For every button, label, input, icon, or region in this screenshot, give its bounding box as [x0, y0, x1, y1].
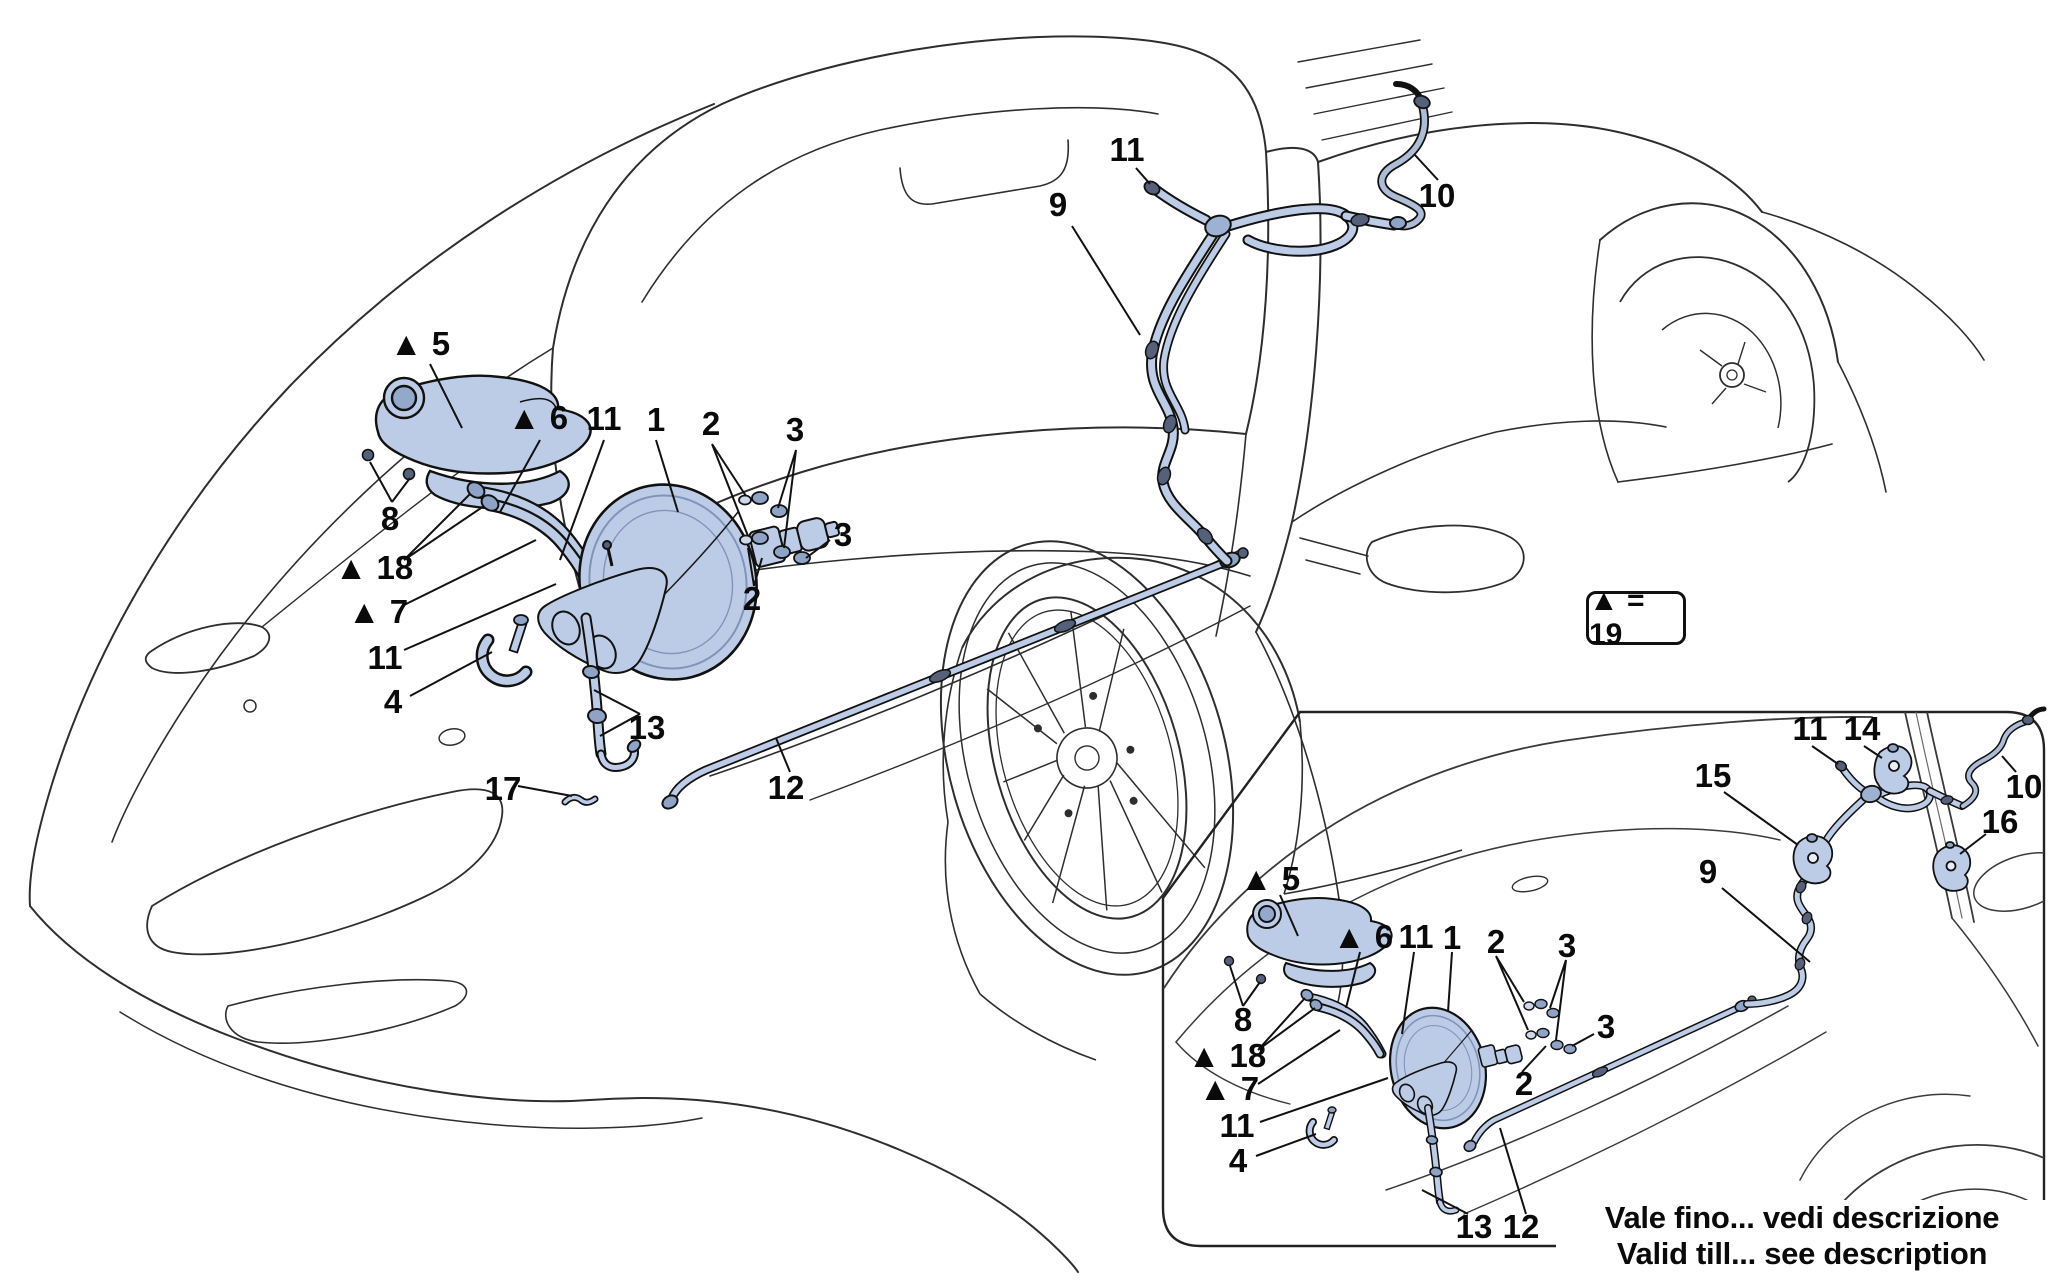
inset-reservoir: [1246, 897, 1393, 988]
inset-clamp: [1305, 1106, 1338, 1149]
booster-nuts-washers: [738, 491, 811, 565]
vacuum-pipes-upper: [1143, 81, 1431, 567]
inset-leader-lines: [1229, 745, 2017, 1215]
pipe-clamp: [475, 614, 533, 688]
inset-panel: [1161, 706, 2047, 1248]
reservoir-screws: [361, 448, 416, 481]
main-leader-lines: [369, 153, 1439, 797]
outlet-pipe: [580, 612, 642, 772]
validity-caption: Vale fino... vedi descrizione Valid till…: [1556, 1200, 2048, 1286]
rear-wheel: [1619, 256, 1816, 483]
inset-clamp-16: [1932, 841, 1972, 892]
inset-pipe-13: [1424, 1104, 1460, 1215]
front-wheel: [939, 540, 1235, 976]
inset-clamp-14: [1873, 743, 1913, 795]
front-wheel-arch: [942, 556, 1463, 1061]
legend-box: ▲ = 19: [1586, 584, 1686, 651]
inset-pipe-12: [1463, 995, 1757, 1153]
inset-booster: [1388, 998, 1577, 1130]
inset-screws: [1223, 955, 1267, 985]
legend-text: ▲ = 19: [1589, 584, 1645, 651]
inset-car-lines: [1163, 712, 2044, 1246]
retaining-clip: [561, 793, 599, 806]
caption-line-italian: Vale fino... vedi descrizione: [1604, 1200, 2000, 1235]
inset-master-cylinder: [1391, 1061, 1458, 1117]
inset-pipes-6-18: [1300, 988, 1387, 1059]
inset-clamp-15: [1792, 833, 1834, 885]
caption-line-english: Valid till... see description: [1616, 1236, 1988, 1271]
